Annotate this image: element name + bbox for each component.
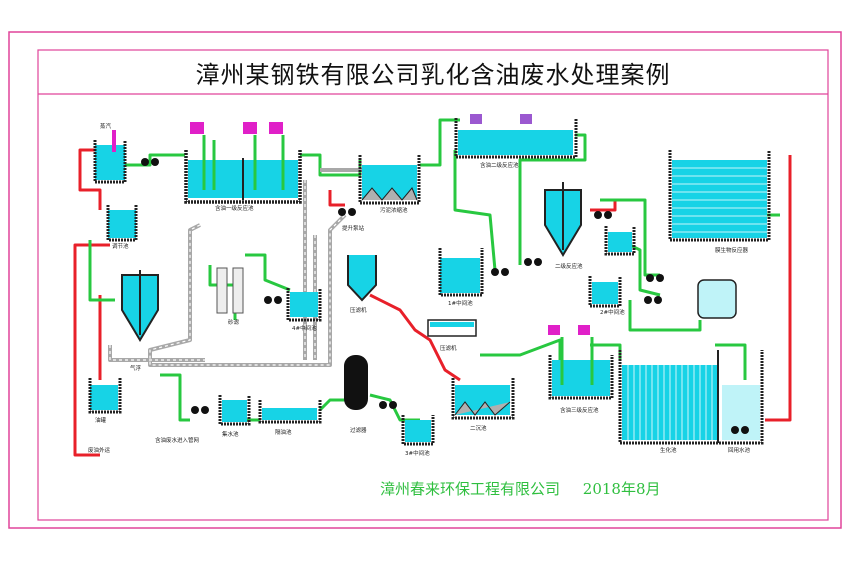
label-primary-reaction: 含油一级反应池: [215, 204, 254, 212]
tank-3: [401, 415, 435, 446]
label-clarifier: 二级反应池: [555, 262, 583, 270]
secondary-reaction-tank: [454, 114, 578, 159]
label-left-cone: 气浮: [130, 364, 142, 372]
tank-2: [588, 276, 622, 308]
label-bio: 生化池: [660, 446, 677, 454]
filter-press: [427, 319, 477, 337]
label-buffer: 集水池: [222, 430, 239, 438]
pumps: [141, 158, 749, 434]
label-filter: 过滤器: [350, 426, 367, 434]
label-tank1: 1#中间池: [448, 299, 473, 307]
label-stage3: 含油三级反应池: [560, 406, 599, 414]
inclined-plate-tank: [358, 155, 421, 205]
label-mbr: 膜生物反应器: [715, 246, 749, 254]
label-tank2: 2#中间池: [600, 308, 625, 316]
label-oil-sep: 隔油池: [275, 428, 292, 436]
footer-company: 漳州春来环保工程有限公司: [380, 480, 561, 498]
label-stage2: 含油二级反应池: [480, 161, 519, 169]
label-sludge-tank: 污泥浓缩池: [380, 206, 408, 214]
conical-clarifier: [544, 182, 582, 257]
outer-border: [8, 31, 842, 529]
label-reuse: 回用水池: [728, 446, 751, 454]
label-hopper: 压滤机: [350, 306, 367, 314]
label-steam: 蒸汽: [100, 122, 112, 130]
black-filter: [344, 355, 368, 410]
component-labels: 蒸汽 调节池 含油一级反应池 污泥浓缩池 提升泵站 压滤机 压滤机 1#中间池 …: [88, 122, 751, 457]
footer-date: 2018年8月: [582, 480, 661, 498]
buffer-tank: [218, 395, 251, 426]
label-water-in: 含油废水进入管网: [155, 436, 200, 444]
mbr-tank: [668, 150, 771, 242]
inner-border: [37, 49, 829, 521]
small-right-tank: [604, 226, 636, 256]
primary-reaction-tank: [184, 122, 302, 204]
label-press: 压滤机: [440, 344, 457, 352]
sludge-hopper: [347, 255, 377, 302]
page-title: 漳州某钢铁有限公司乳化含油废水处理案例: [195, 60, 671, 89]
label-oil-tank: 油罐: [95, 416, 107, 424]
second-settling-tank: [451, 378, 515, 420]
label-regulating: 调节池: [112, 242, 129, 250]
label-sand: 砂滤: [228, 318, 240, 326]
label-second-settle: 二沉池: [470, 424, 487, 432]
regulating-tank: [106, 205, 138, 242]
left-conical-tank: [121, 270, 159, 342]
oil-drain-tank: [88, 378, 122, 414]
steam-tank: [93, 130, 127, 184]
label-oil-out: 废油外运: [88, 446, 111, 454]
footer: 漳州春来环保工程有限公司 2018年8月: [380, 478, 740, 508]
tank-4: [286, 288, 322, 322]
biochemical-tank: [618, 350, 764, 445]
label-tank3: 3#中间池: [405, 449, 430, 457]
label-pump-station: 提升泵站: [342, 224, 365, 232]
label-tank4: 4#中间池: [292, 324, 317, 332]
tank-1: [438, 248, 484, 297]
pressure-vessel: [697, 279, 737, 319]
tanks: [88, 114, 771, 446]
third-reaction-tank: [548, 325, 614, 400]
oil-separator: [258, 400, 322, 424]
filter-columns: [216, 267, 244, 314]
